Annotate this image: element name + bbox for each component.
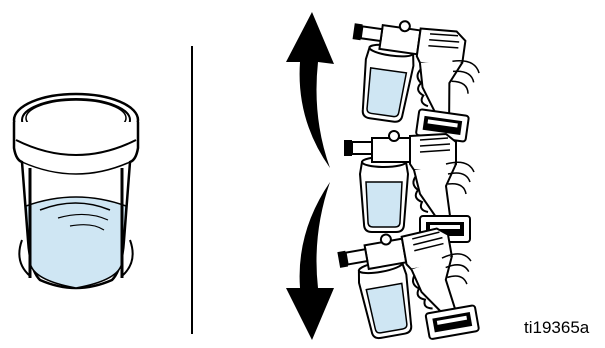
curved-arrow-up-icon (286, 12, 334, 168)
figure-id-label: ti19365a (524, 318, 589, 338)
paint-cup-icon (14, 94, 138, 288)
sprayer-with-cup-icon (341, 14, 485, 142)
curved-arrow-down-icon (286, 182, 334, 340)
sprayer-with-cup-icon (344, 131, 474, 242)
